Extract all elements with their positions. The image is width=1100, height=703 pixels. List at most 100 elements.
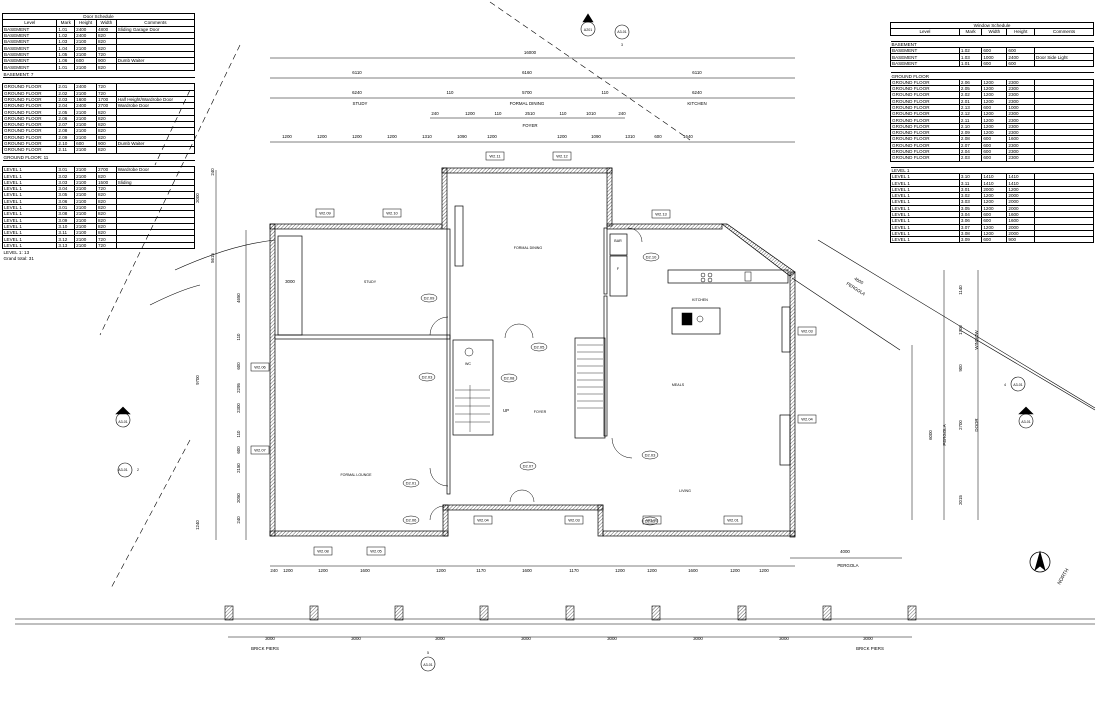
dim-left-inner-7: 600 bbox=[236, 446, 241, 454]
dim-room-1: 6240 bbox=[352, 90, 362, 95]
dim-bottom-6: 1170 bbox=[476, 568, 486, 573]
window-tag-w2-11: W2.11 bbox=[489, 154, 501, 159]
window-tag-w2-10: W2.10 bbox=[386, 211, 398, 216]
dim-win-7: 1200 bbox=[487, 134, 497, 139]
door-schedule-header: Level bbox=[1, 19, 58, 27]
door-schedule-subtotal: BASEMENT: 7 bbox=[3, 71, 34, 77]
pergola-bottom-label: PERGOLA bbox=[837, 563, 858, 568]
study-depth-dim: 3000 bbox=[285, 279, 295, 284]
room-foyer: FOYER bbox=[534, 410, 547, 414]
north-arrow-icon: NORTH bbox=[1029, 550, 1071, 586]
window-tag-w2-01: W2.01 bbox=[727, 518, 739, 523]
room-study: STUDY bbox=[364, 280, 377, 284]
section-ref-a301-right: A3-01 bbox=[1013, 383, 1023, 387]
door-tag-d2-01: D2.01 bbox=[406, 481, 417, 486]
dim-win-5: 1310 bbox=[422, 134, 432, 139]
dim-win-12: 1640 bbox=[683, 134, 693, 139]
dim-bottom-1: 240 bbox=[270, 568, 278, 573]
dim-win-11: 600 bbox=[654, 134, 662, 139]
door-schedule-grand-total: Grand total: 31 bbox=[3, 256, 34, 262]
dim-win-8: 1200 bbox=[557, 134, 567, 139]
dim-foyer-2: 1200 bbox=[465, 111, 475, 116]
pergola-top-label: PERGOLA bbox=[845, 281, 866, 297]
dim-top-third-3: 6110 bbox=[692, 70, 702, 75]
dim-pier-7: 3000 bbox=[779, 636, 789, 641]
dim-bottom-10: 1200 bbox=[647, 568, 657, 573]
pergola-side-dim: 6000 bbox=[928, 430, 933, 440]
window-tag-w2-05: W2.04 bbox=[801, 417, 813, 422]
door-side-label: DOOR bbox=[974, 418, 979, 431]
door-swings bbox=[429, 227, 643, 521]
window-side-label: WINDOW bbox=[974, 330, 979, 350]
dim-foyer-5: 110 bbox=[560, 111, 568, 116]
section-markers bbox=[115, 13, 1034, 672]
dim-right-1: 1140 bbox=[958, 285, 963, 295]
dim-left-outer-1: 240 bbox=[210, 168, 215, 176]
dim-win-3: 1200 bbox=[352, 134, 362, 139]
dim-foyer-6: 1010 bbox=[586, 111, 596, 116]
door-schedule-title: Door Schedule bbox=[2, 12, 195, 21]
room-fridge: F bbox=[617, 267, 620, 271]
door-tag-d2-11: D2.03 bbox=[645, 453, 656, 458]
section-ref-a301-bottom: A3-01 bbox=[423, 663, 433, 667]
dim-left-inner-8: 2150 bbox=[236, 463, 241, 473]
section-ref-a301-left2: A3-01 bbox=[118, 420, 128, 424]
section-ref-a301-right2: A3-01 bbox=[1021, 420, 1031, 424]
dim-overall-width: 16000 bbox=[524, 50, 537, 55]
door-tag-d2-05: D2.05 bbox=[534, 345, 545, 350]
brick-piers-label-right: BRICK PIERS bbox=[856, 646, 884, 651]
dim-bottom-8: 1170 bbox=[569, 568, 579, 573]
door-schedule-header: Height bbox=[74, 19, 97, 27]
site-boundary-lines bbox=[99, 1, 691, 591]
interior-walls bbox=[274, 205, 791, 495]
window-tag-w2-09: W2.09 bbox=[319, 211, 331, 216]
dim-bottom-4: 1600 bbox=[360, 568, 370, 573]
window-tag-w2-05b: W2.05 bbox=[370, 549, 382, 554]
door-tag-d2-03: D2.03 bbox=[422, 375, 433, 380]
room-living: LIVING bbox=[679, 489, 691, 493]
dim-room-2: 110 bbox=[447, 90, 455, 95]
door-schedule-header: Comments bbox=[115, 19, 196, 27]
dim-left-inner-1: 4650 bbox=[236, 293, 241, 303]
dim-left-outer-3: 5615 bbox=[210, 253, 215, 263]
dim-left-inner-6: 110 bbox=[236, 430, 241, 438]
section-ref-5: 5 bbox=[427, 651, 429, 655]
window-tag-w2-08b: W2.08 bbox=[317, 549, 329, 554]
stair-lines bbox=[455, 344, 603, 432]
window-tag-w2-12: W2.12 bbox=[556, 154, 568, 159]
room-formal-dining: FORMAL DINING bbox=[514, 246, 543, 250]
pergola-side-label: PERGOLA bbox=[942, 424, 947, 445]
room-wc: WC bbox=[465, 362, 471, 366]
dim-bottom-11: 1600 bbox=[688, 568, 698, 573]
dim-bottom-3: 1200 bbox=[318, 568, 328, 573]
window-schedule-group: LEVEL 1 bbox=[891, 167, 910, 173]
study-heading: STUDY bbox=[353, 101, 368, 106]
dim-win-6: 1090 bbox=[457, 134, 467, 139]
door-tag-d2-07: D2.07 bbox=[523, 464, 534, 469]
section-ref-1: 1 bbox=[122, 411, 124, 415]
dim-pier-8: 3000 bbox=[863, 636, 873, 641]
dim-top-third-1: 6110 bbox=[352, 70, 362, 75]
window-schedule-group: GROUND FLOOR bbox=[891, 73, 930, 79]
window-tag-w2-02: W2.02 bbox=[646, 518, 658, 523]
section-ref-a301-left: A3-01 bbox=[118, 468, 128, 472]
dim-left-inner-5: 2300 bbox=[236, 403, 241, 413]
room-formal-lounge: FORMAL LOUNGE bbox=[340, 473, 372, 477]
dim-win-10: 1310 bbox=[625, 134, 635, 139]
window-schedule-group: BASEMENT bbox=[891, 42, 917, 48]
